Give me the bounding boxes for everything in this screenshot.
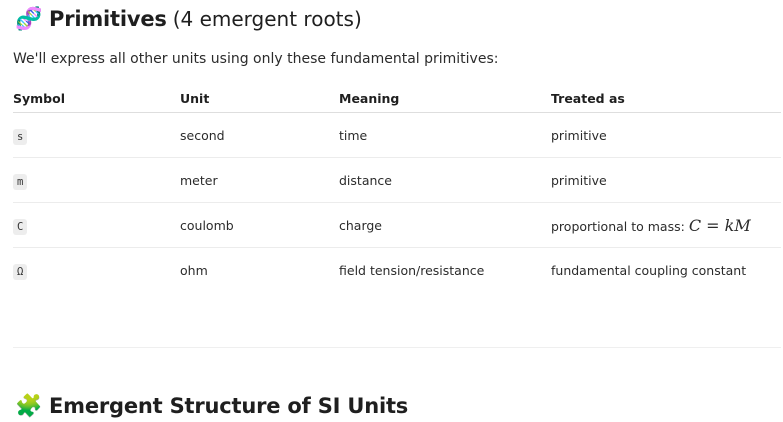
- table-row: C coulomb charge proportional to mass:C …: [13, 202, 781, 248]
- table-row: m meter distance primitive: [13, 157, 781, 203]
- primitives-heading-subtitle: (4 emergent roots): [172, 7, 362, 31]
- treated-cell: primitive: [551, 157, 781, 203]
- header-treated-as: Treated as: [551, 84, 781, 113]
- header-unit: Unit: [180, 84, 339, 113]
- header-symbol: Symbol: [13, 84, 180, 113]
- symbol-code: C: [13, 218, 28, 235]
- treated-text: primitive: [551, 172, 607, 188]
- treated-cell: fundamental coupling constant: [551, 248, 781, 293]
- primitives-table: Symbol Unit Meaning Treated as s second …: [13, 84, 781, 292]
- emergent-structure-heading: 🧩 Emergent Structure of SI Units: [13, 391, 408, 421]
- unit-cell: coulomb: [180, 202, 339, 248]
- treated-text: fundamental coupling constant: [551, 262, 747, 278]
- symbol-code: m: [13, 173, 28, 190]
- symbol-code: s: [13, 128, 28, 145]
- treated-cell: primitive: [551, 112, 781, 158]
- meaning-cell: distance: [339, 157, 551, 203]
- table-row: s second time primitive: [13, 112, 781, 158]
- table-header-row: Symbol Unit Meaning Treated as: [13, 84, 781, 113]
- treated-text: primitive: [551, 127, 607, 143]
- symbol-code: Ω: [13, 263, 28, 280]
- unit-cell: meter: [180, 157, 339, 203]
- treated-text: proportional to mass:: [551, 218, 685, 234]
- header-meaning: Meaning: [339, 84, 551, 113]
- treated-cell: proportional to mass:C = kM: [551, 202, 781, 248]
- dna-icon: 🧬: [15, 6, 43, 32]
- section-divider: [13, 347, 781, 348]
- table-row: Ω ohm field tension/resistance fundament…: [13, 248, 781, 293]
- unit-cell: ohm: [180, 262, 208, 278]
- emergent-structure-heading-text: Emergent Structure of SI Units: [49, 394, 409, 418]
- math-formula: C = kM: [688, 215, 751, 235]
- meaning-cell: field tension/resistance: [339, 262, 485, 278]
- meaning-cell: time: [339, 112, 551, 158]
- puzzle-piece-icon: 🧩: [15, 393, 43, 419]
- meaning-cell: charge: [339, 202, 551, 248]
- primitives-heading: 🧬 Primitives (4 emergent roots): [13, 4, 362, 34]
- primitives-intro: We'll express all other units using only…: [13, 51, 499, 67]
- primitives-heading-bold: Primitives: [49, 7, 167, 31]
- unit-cell: second: [180, 112, 339, 158]
